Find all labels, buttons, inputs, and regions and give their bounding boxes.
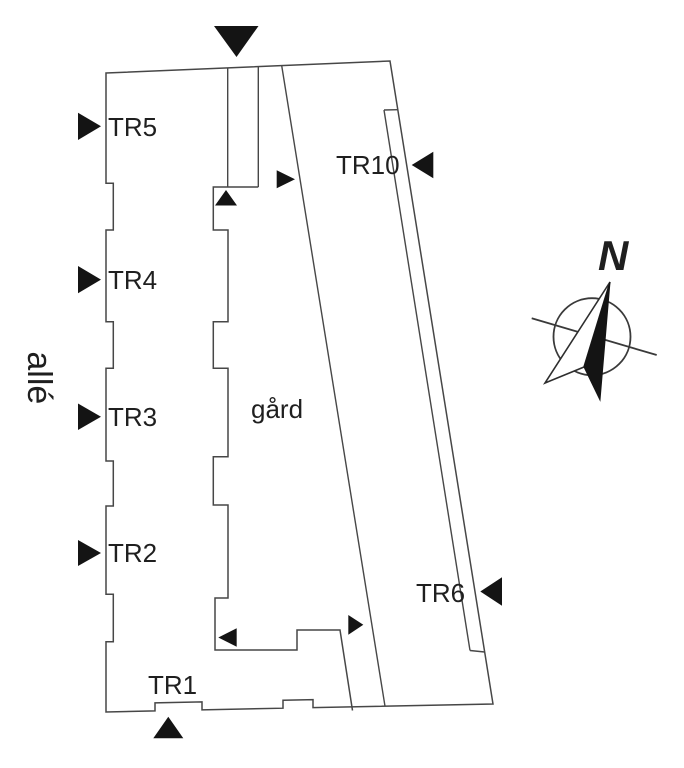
slanted-wing-wall xyxy=(281,65,386,707)
compass-rose xyxy=(531,281,657,402)
tr2-arrow xyxy=(78,540,101,566)
tr4-arrow xyxy=(78,266,101,294)
courtyard-outline xyxy=(212,186,354,711)
stairwell-label-tr3: TR3 xyxy=(108,402,158,432)
tr3-arrow xyxy=(78,403,101,430)
east-corridor-west-wall xyxy=(383,109,471,651)
stairwell-label-tr5: TR5 xyxy=(108,112,158,142)
stairwell-label-tr6: TR6 xyxy=(416,578,466,608)
compass-north-label: N xyxy=(598,232,629,279)
east-corridor-bottom-wall xyxy=(469,649,485,653)
stairwell-label-tr1: TR1 xyxy=(148,670,198,700)
tr1-arrow xyxy=(153,716,184,739)
courtyard-south-arrow xyxy=(218,628,237,647)
street-label: allé xyxy=(19,351,58,405)
stairwell-label-tr2: TR2 xyxy=(108,538,158,568)
tr6-arrow xyxy=(480,577,502,606)
tr5-arrow xyxy=(78,112,101,140)
tr10-arrow xyxy=(411,151,434,179)
south-passage-arrow xyxy=(348,615,364,635)
courtyard-label: gård xyxy=(251,394,304,424)
gate-courtyard-arrow xyxy=(215,190,237,206)
stairwell-label-tr10: TR10 xyxy=(336,150,400,180)
gate-entrance-arrow xyxy=(214,26,259,57)
stairwell-label-tr4: TR4 xyxy=(108,265,158,295)
building-outer-outline xyxy=(105,60,494,713)
courtyard-northeast-arrow xyxy=(276,170,295,189)
compass-needle-black-blade xyxy=(583,281,611,402)
